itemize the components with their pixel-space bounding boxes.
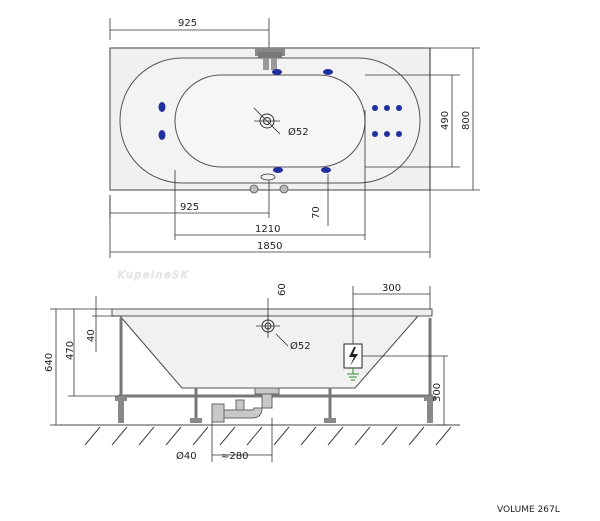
dim-470: 470 [65,309,118,397]
jet-icon [158,130,166,140]
jet-icon [158,102,166,112]
dim-925-top: 925 [109,18,270,48]
dim-800: 800 [430,47,480,191]
jet-icon [384,131,390,137]
side-view: Ø52 60 300 [44,283,460,462]
svg-text:925: 925 [180,202,199,213]
svg-text:470: 470 [65,341,76,360]
dim-60: 60 [267,283,288,316]
svg-text:490: 490 [440,111,451,130]
jet-group [158,69,402,173]
dim-1210: 1210 [174,110,366,240]
control-button-icon [279,184,289,194]
jet-icon [396,105,402,111]
dim-pipe: Ø40 ≈280 [176,418,273,462]
watermark: KupelneSK [118,270,189,281]
ground-icon [347,368,359,381]
jet-icon [372,105,378,111]
center-marker [260,173,276,181]
svg-text:300: 300 [382,283,401,294]
volume-label: VOLUME 267L [497,505,560,515]
tub-basin-side [118,315,420,389]
siphon-pipe [211,387,280,423]
dim-300-horizontal: 300 [352,283,431,344]
support-frame [118,318,433,420]
svg-text:60: 60 [277,283,288,296]
jet-icon [372,131,378,137]
jet-icon [396,131,402,137]
jet-icon [273,167,283,173]
drain-icon [256,314,289,347]
side-drain-diameter-label: Ø52 [290,340,311,352]
svg-text:925: 925 [178,18,197,29]
control-button-icon [249,184,259,194]
svg-text:800: 800 [461,111,472,130]
svg-text:300: 300 [432,383,443,402]
floor-hatching [60,424,460,446]
dim-40: 40 [86,296,120,352]
dim-300-vertical: 300 [362,355,448,426]
top-view: Ø52 925 925 70 1210 [109,18,480,258]
dim-1850: 1850 [109,48,431,258]
svg-text:40: 40 [86,329,97,342]
dim-640: 640 [44,308,112,426]
pipe-length-label: ≈280 [221,451,248,462]
drain-diameter-label: Ø52 [288,126,309,138]
tub-rim-side [111,308,433,317]
jet-icon [272,69,282,75]
tap-valve [255,48,285,70]
leg-feet [115,396,436,423]
jet-icon [384,105,390,111]
jet-icon [323,69,333,75]
dim-70: 70 [311,174,329,226]
svg-text:70: 70 [311,206,322,219]
dim-490: 490 [365,74,460,168]
drain-icon [253,107,281,135]
pipe-diameter-label: Ø40 [176,450,197,462]
lightning-icon [349,347,358,366]
svg-text:640: 640 [44,353,55,372]
jet-icon [321,167,331,173]
svg-text:1210: 1210 [255,224,280,235]
svg-text:1850: 1850 [257,241,282,252]
